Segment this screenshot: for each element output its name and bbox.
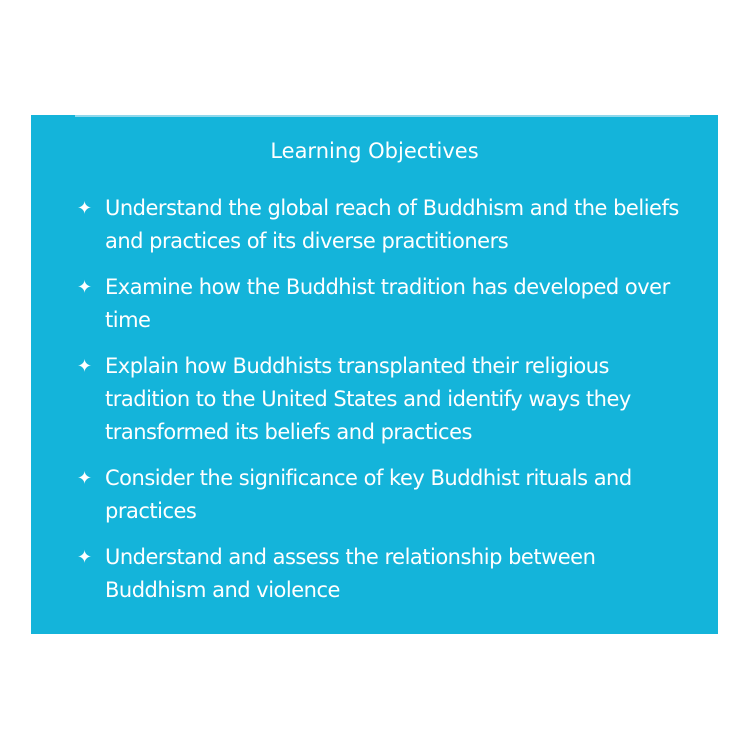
top-divider xyxy=(75,115,690,117)
learning-objectives-panel: Learning Objectives ✦ Understand the glo… xyxy=(31,115,718,634)
objective-item: ✦ Understand the global reach of Buddhis… xyxy=(77,192,697,258)
objective-item: ✦ Examine how the Buddhist tradition has… xyxy=(77,271,697,337)
objective-item: ✦ Explain how Buddhists transplanted the… xyxy=(77,350,697,449)
objective-text: Consider the significance of key Buddhis… xyxy=(105,466,632,523)
objective-text: Examine how the Buddhist tradition has d… xyxy=(105,275,670,332)
star-bullet-icon: ✦ xyxy=(77,277,92,298)
objective-text: Explain how Buddhists transplanted their… xyxy=(105,354,631,444)
star-bullet-icon: ✦ xyxy=(77,468,92,489)
objectives-list: ✦ Understand the global reach of Buddhis… xyxy=(77,192,697,620)
objective-item: ✦ Understand and assess the relationship… xyxy=(77,541,697,607)
objective-text: Understand and assess the relationship b… xyxy=(105,545,596,602)
star-bullet-icon: ✦ xyxy=(77,198,92,219)
objective-text: Understand the global reach of Buddhism … xyxy=(105,196,679,253)
panel-title: Learning Objectives xyxy=(270,139,479,163)
objective-item: ✦ Consider the significance of key Buddh… xyxy=(77,462,697,528)
star-bullet-icon: ✦ xyxy=(77,356,92,377)
star-bullet-icon: ✦ xyxy=(77,547,92,568)
